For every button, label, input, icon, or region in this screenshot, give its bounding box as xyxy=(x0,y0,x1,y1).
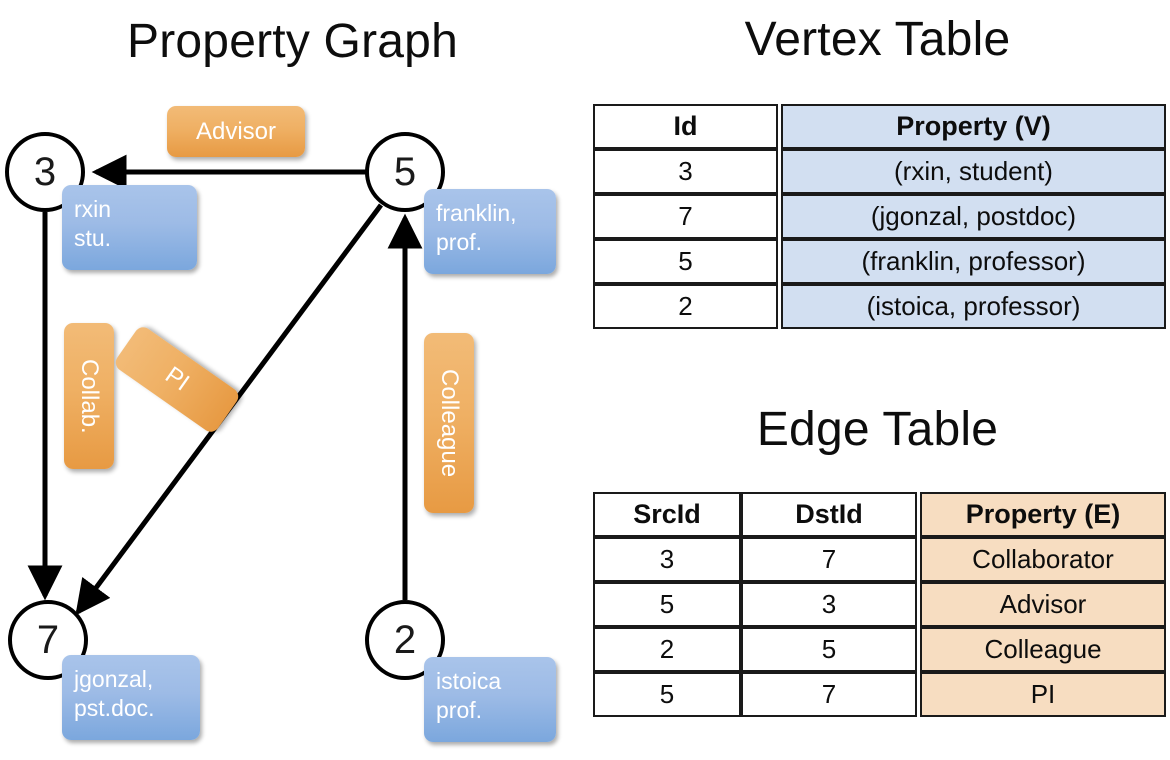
property-graph-diagram: 3 5 7 2 rxin stu. franklin, prof. jgonza… xyxy=(5,106,556,742)
vertex-property-box-7: jgonzal, pst.doc. xyxy=(62,655,200,740)
vertex-property-7-line1: jgonzal, xyxy=(74,666,154,692)
page-title-vertex-table: Vertex Table xyxy=(744,13,1011,66)
table-row[interactable]: 2 5 Colleague xyxy=(593,627,1166,672)
edge-row-3-src: 5 xyxy=(593,672,741,717)
table-row[interactable]: 5 (franklin, professor) xyxy=(593,239,1166,284)
vertex-row-2-id: 5 xyxy=(593,239,778,284)
edge-label-colleague: Colleague xyxy=(424,333,474,513)
vertex-row-0-id: 3 xyxy=(593,149,778,194)
page-title-property-graph: Property Graph xyxy=(127,15,458,68)
table-row[interactable]: 5 3 Advisor xyxy=(593,582,1166,627)
vertex-property-2-line2: prof. xyxy=(436,697,483,724)
edge-label-advisor: Advisor xyxy=(167,106,305,157)
vertex-property-box-5: franklin, prof. xyxy=(424,189,556,274)
vertex-property-3-line1: rxin xyxy=(74,196,112,222)
graph-node-7-label: 7 xyxy=(36,617,60,662)
edge-table: SrcId DstId Property (E) 3 7 Collaborato… xyxy=(593,492,1166,717)
vertex-property-5-line1: franklin, xyxy=(436,200,517,226)
edge-row-0-dst: 7 xyxy=(741,537,917,582)
vertex-property-7-line2: pst.doc. xyxy=(74,695,155,722)
edge-table-header-srcid: SrcId xyxy=(593,492,741,537)
table-row[interactable]: 7 (jgonzal, postdoc) xyxy=(593,194,1166,239)
edge-label-advisor-text: Advisor xyxy=(195,117,277,145)
table-row[interactable]: 5 7 PI xyxy=(593,672,1166,717)
edge-row-2-property: Colleague xyxy=(920,627,1166,672)
vertex-row-1-id: 7 xyxy=(593,194,778,239)
edge-row-1-property: Advisor xyxy=(920,582,1166,627)
vertex-property-box-3: rxin stu. xyxy=(62,185,197,270)
page-title-edge-table: Edge Table xyxy=(756,403,999,456)
graph-node-5[interactable]: 5 xyxy=(365,132,445,212)
edge-row-2-src: 2 xyxy=(593,627,741,672)
vertex-table-header-property: Property (V) xyxy=(781,104,1166,149)
vertex-row-0-property: (rxin, student) xyxy=(781,149,1166,194)
graph-node-2-label: 2 xyxy=(393,617,417,662)
table-row[interactable]: 3 7 Collaborator xyxy=(593,537,1166,582)
vertex-row-3-property: (istoica, professor) xyxy=(781,284,1166,329)
vertex-property-2-line1: istoica xyxy=(436,668,502,694)
table-row[interactable]: 3 (rxin, student) xyxy=(593,149,1166,194)
edge-table-header-dstid: DstId xyxy=(741,492,917,537)
vertex-property-5-line2: prof. xyxy=(436,229,483,256)
edge-row-0-property: Collaborator xyxy=(920,537,1166,582)
vertex-property-3-line2: stu. xyxy=(74,225,112,252)
edge-label-collab: Collab. xyxy=(64,323,114,469)
vertex-row-2-property: (franklin, professor) xyxy=(781,239,1166,284)
graph-node-3-label: 3 xyxy=(33,149,57,194)
vertex-table-header-id: Id xyxy=(593,104,778,149)
edge-table-header-row: SrcId DstId Property (E) xyxy=(593,492,1166,537)
edge-label-pi-text: PI xyxy=(160,361,195,397)
edge-table-header-property: Property (E) xyxy=(920,492,1166,537)
edge-row-2-dst: 5 xyxy=(741,627,917,672)
edge-label-collab-text: Collab. xyxy=(76,358,103,434)
edge-row-0-src: 3 xyxy=(593,537,741,582)
edge-label-colleague-text: Colleague xyxy=(436,368,463,478)
edge-row-1-dst: 3 xyxy=(741,582,917,627)
edge-row-3-property: PI xyxy=(920,672,1166,717)
edge-row-1-src: 5 xyxy=(593,582,741,627)
edge-row-3-dst: 7 xyxy=(741,672,917,717)
vertex-row-3-id: 2 xyxy=(593,284,778,329)
vertex-property-box-2: istoica prof. xyxy=(424,657,556,742)
graph-node-5-label: 5 xyxy=(393,149,417,194)
vertex-row-1-property: (jgonzal, postdoc) xyxy=(781,194,1166,239)
table-row[interactable]: 2 (istoica, professor) xyxy=(593,284,1166,329)
vertex-table-header-row: Id Property (V) xyxy=(593,104,1166,149)
vertex-table: Id Property (V) 3 (rxin, student) 7 (jgo… xyxy=(593,104,1166,329)
graph-node-2[interactable]: 2 xyxy=(365,600,445,680)
